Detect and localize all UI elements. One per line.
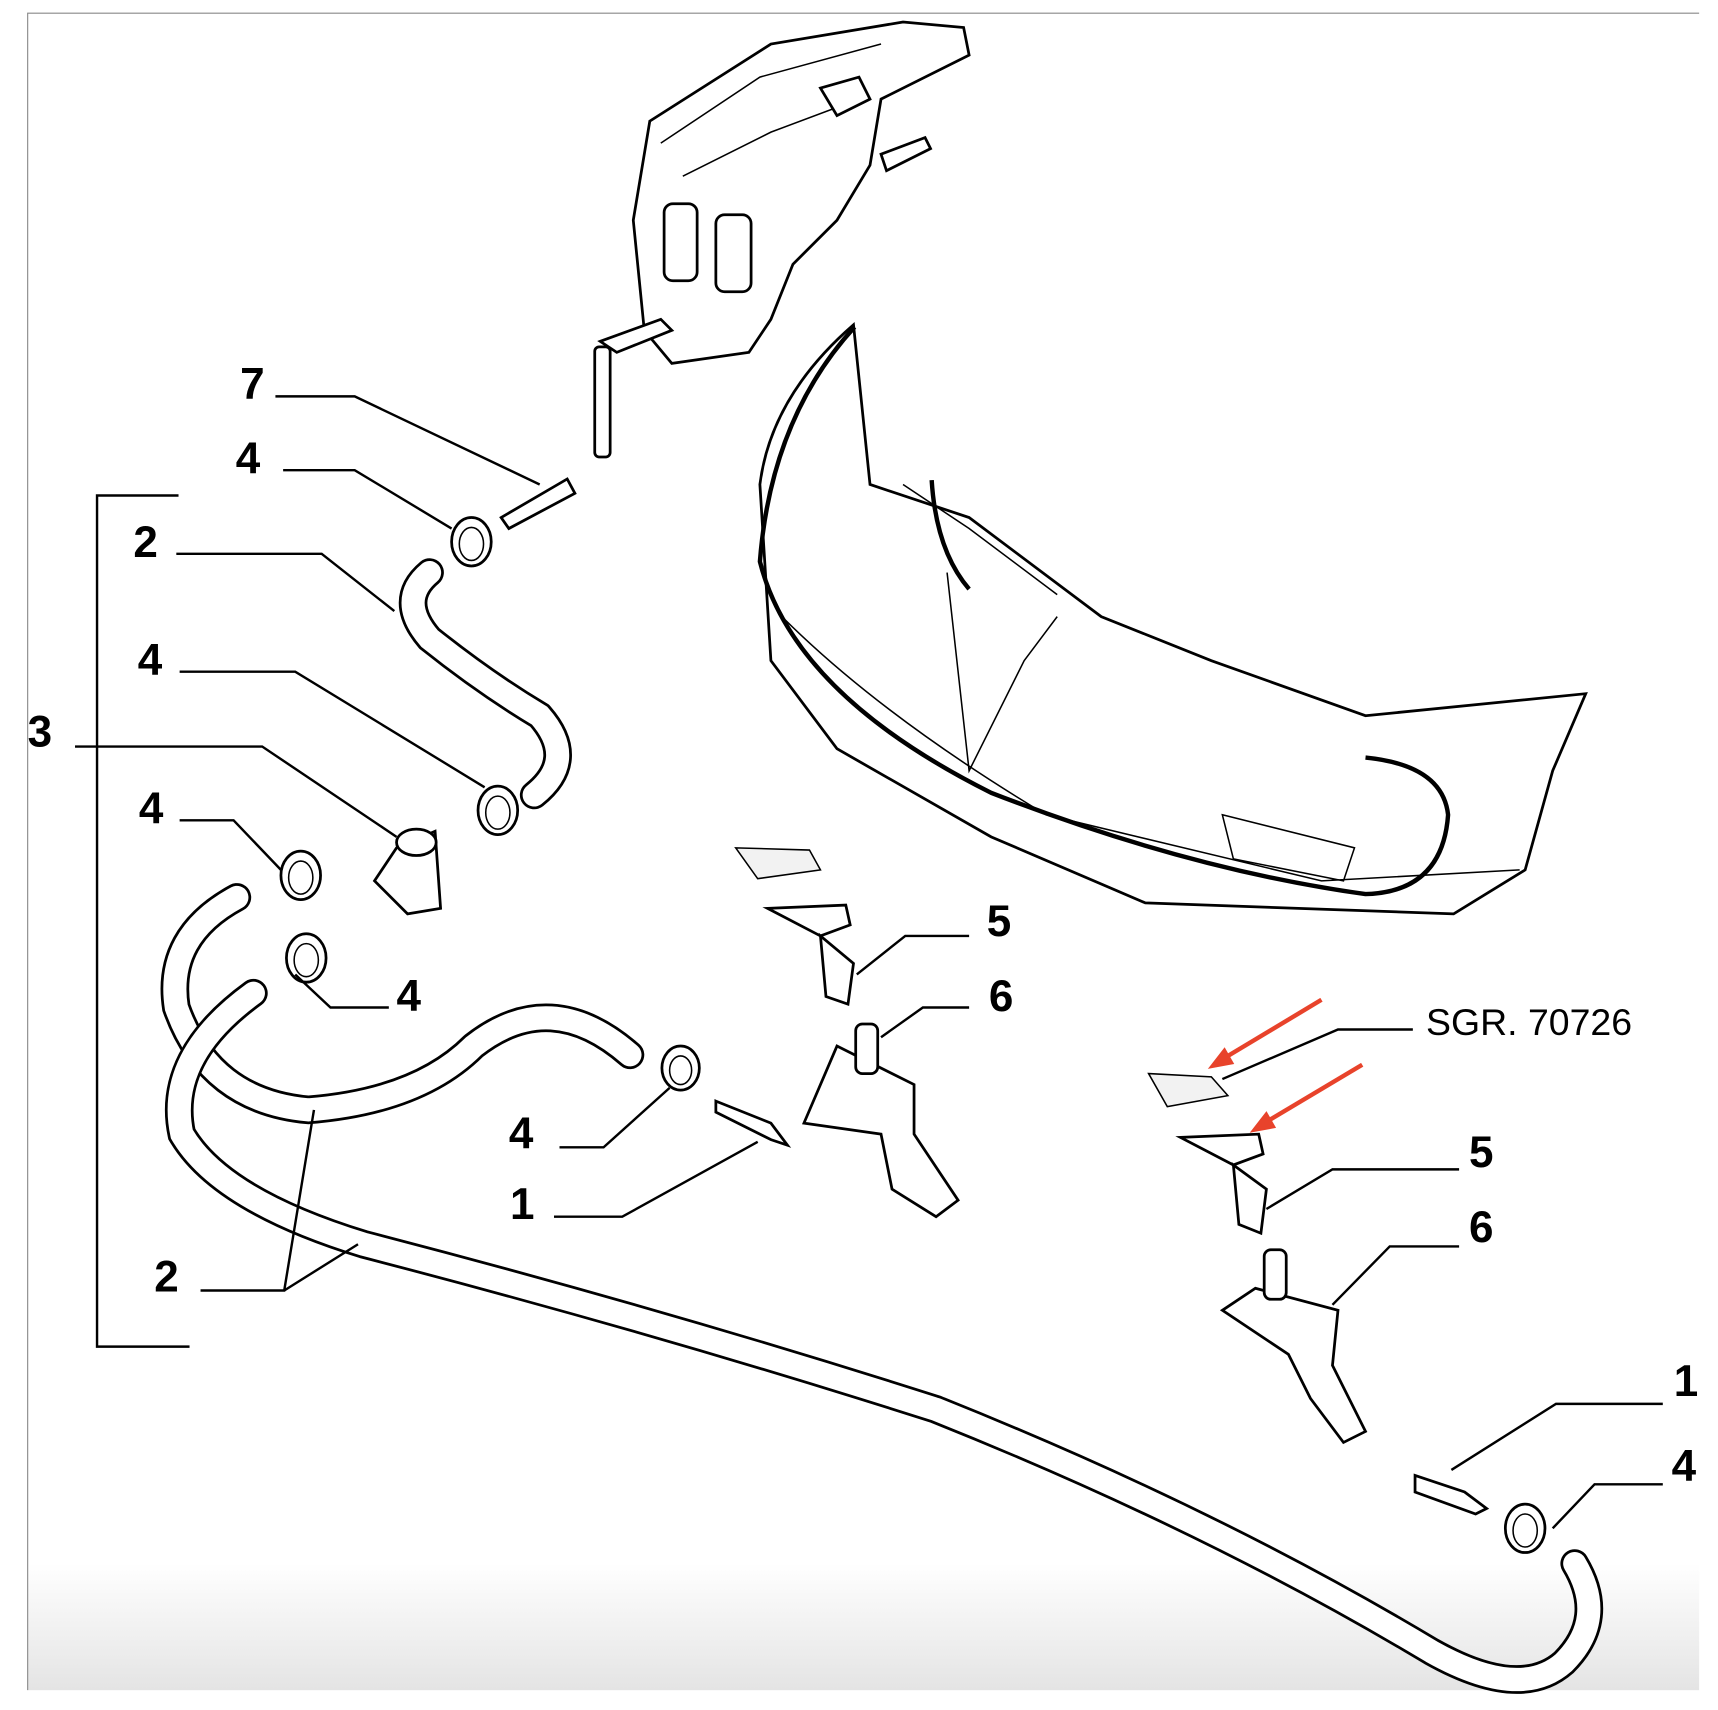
- front-bumper: [757, 322, 1588, 916]
- callout-4: 4: [397, 972, 422, 1021]
- callout-7: 7: [240, 360, 265, 409]
- callout-4: 4: [139, 785, 164, 834]
- callout-4: 4: [1672, 1442, 1697, 1491]
- leader-lines: [75, 395, 1663, 1530]
- washer-reservoir: [593, 20, 971, 459]
- callout-4: 4: [509, 1109, 534, 1158]
- callout-6: 6: [1469, 1203, 1494, 1252]
- clamps-and-connectors: [279, 477, 1547, 1554]
- callout-5: 5: [987, 897, 1012, 946]
- callout-2: 2: [154, 1253, 178, 1302]
- red-arrow-icon: [1263, 1062, 1364, 1126]
- hoses: [160, 558, 1604, 1694]
- bottom-shade: [27, 1563, 1700, 1691]
- callout-1: 1: [1674, 1357, 1699, 1406]
- callout-4: 4: [236, 434, 261, 483]
- callout-3: 3: [28, 708, 53, 757]
- callout-4: 4: [138, 636, 163, 685]
- drawing-reference: SGR. 70726: [1426, 1001, 1632, 1043]
- frame-border: [27, 12, 1700, 1691]
- red-arrow-icon: [1221, 997, 1323, 1062]
- callout-6: 6: [989, 972, 1014, 1021]
- callout-1: 1: [510, 1180, 534, 1229]
- callout-5: 5: [1469, 1128, 1494, 1177]
- callout-2: 2: [133, 518, 158, 567]
- highlight-arrows: [1207, 997, 1364, 1133]
